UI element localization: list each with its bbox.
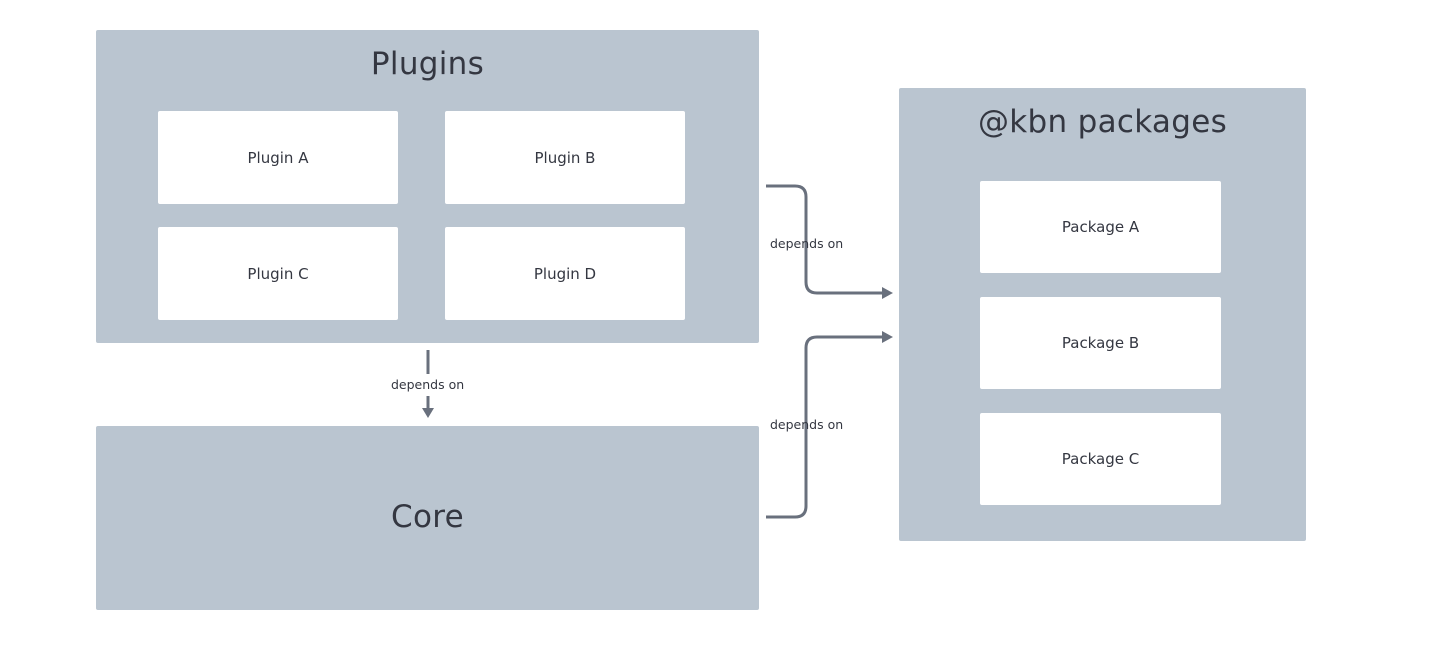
edge-plugins-to-packages — [766, 184, 893, 299]
core-group: Core — [96, 426, 759, 610]
packages-group: @kbn packages Package A Package B Packag… — [899, 88, 1306, 541]
package-a-box: Package A — [980, 181, 1221, 273]
edge-core-to-packages — [766, 331, 893, 519]
edge-plugins-to-core — [422, 350, 434, 418]
edge-plugins-to-core-arrowhead — [422, 408, 434, 418]
package-c-box: Package C — [980, 413, 1221, 505]
plugins-group: Plugins Plugin A Plugin B Plugin C Plugi… — [96, 30, 759, 343]
plugins-group-title: Plugins — [370, 46, 485, 82]
package-b-box: Package B — [980, 297, 1221, 389]
edge-label-plugins-to-packages: depends on — [770, 236, 844, 251]
plugin-a-box: Plugin A — [158, 111, 398, 204]
edge-core-to-packages-arrowhead — [882, 331, 893, 343]
edge-core-to-packages-path — [766, 335, 884, 519]
edge-label-plugins-to-core: depends on — [391, 377, 465, 392]
edge-plugins-to-packages-path — [766, 184, 884, 295]
edge-label-core-to-packages: depends on — [770, 417, 844, 432]
packages-group-title: @kbn packages — [977, 104, 1228, 140]
plugin-b-box: Plugin B — [445, 111, 685, 204]
plugin-c-box: Plugin C — [158, 227, 398, 320]
plugin-d-box: Plugin D — [445, 227, 685, 320]
core-group-title: Core — [391, 499, 464, 535]
edge-plugins-to-packages-arrowhead — [882, 287, 893, 299]
